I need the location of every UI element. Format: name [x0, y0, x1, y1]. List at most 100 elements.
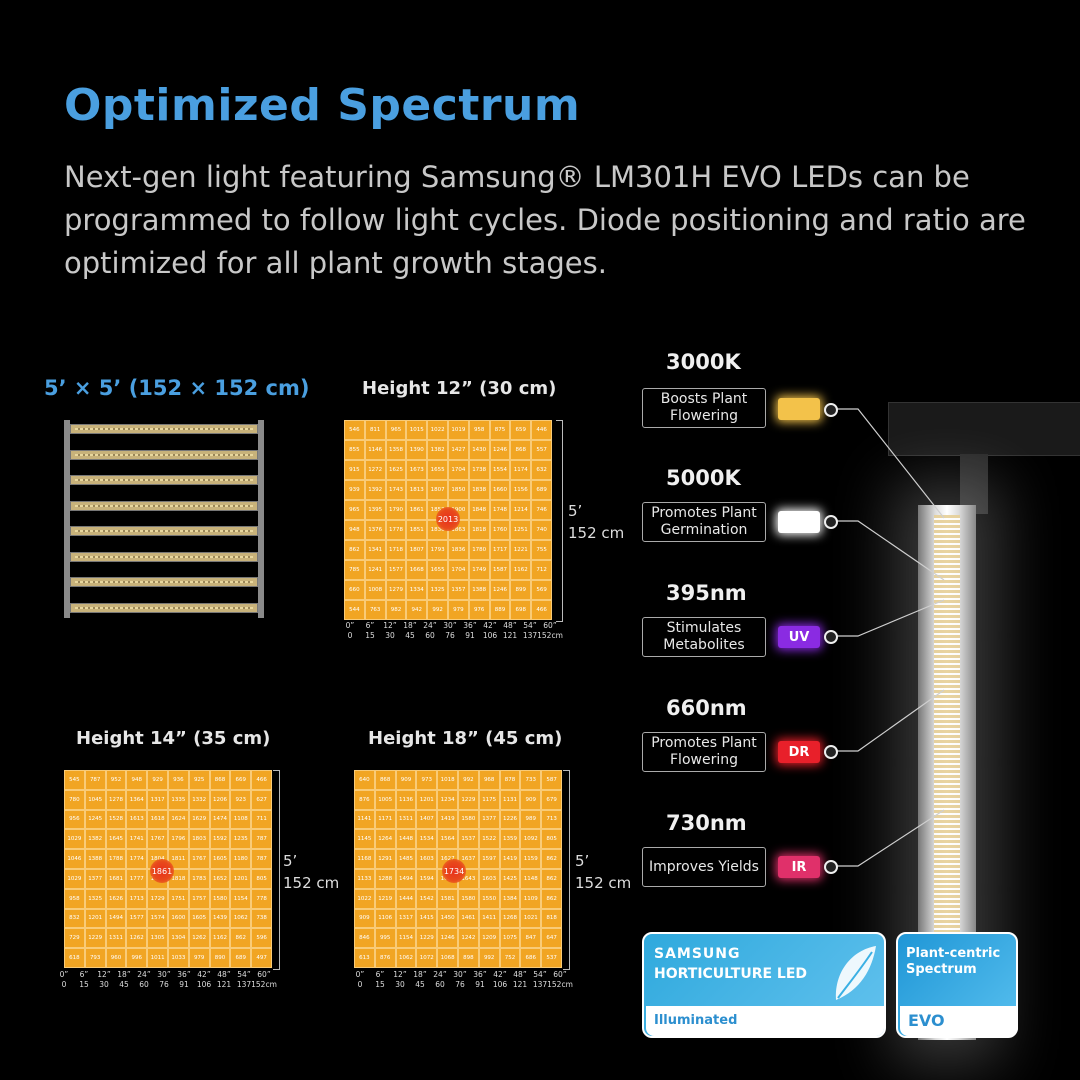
side-bracket [556, 420, 563, 622]
ppfd-cell: 929 [147, 770, 168, 790]
ppfd-cell: 1790 [385, 500, 407, 520]
ppfd-cell: 1241 [364, 560, 386, 580]
ppfd-cell: 1534 [416, 829, 438, 850]
ppfd-cell: 1246 [489, 440, 511, 460]
ppfd-cell: 1777 [126, 868, 148, 889]
spectrum-heading: 3000K [666, 350, 741, 374]
tick-cm: 152cm [537, 631, 563, 640]
ppfd-cell: 862 [541, 888, 562, 909]
ppfd-cell: 1813 [406, 480, 428, 500]
ppfd-cell: 1359 [499, 829, 521, 850]
ppfd-cell: 1564 [437, 829, 458, 850]
led-bar [70, 475, 258, 485]
tick-inch: 60” [553, 970, 567, 979]
ppfd-cell: 647 [541, 928, 562, 949]
ppfd-cell: 1291 [374, 849, 396, 869]
ppfd-cell: 569 [531, 580, 552, 600]
ppfd-cell: 1022 [427, 420, 448, 440]
ppfd-cell: 1229 [416, 928, 438, 949]
ppfd-cell: 846 [354, 928, 375, 949]
ppfd-cell: 1618 [147, 809, 168, 830]
badge-line: HORTICULTURE LED [654, 966, 808, 982]
tick-inch: 60” [543, 621, 557, 630]
ppfd-cell: 1154 [395, 928, 417, 949]
ppfd-cell: 1625 [385, 460, 407, 480]
ppfd-cell: 787 [84, 770, 106, 790]
ppfd-cell: 713 [541, 809, 562, 830]
ppfd-cell: 1757 [188, 888, 210, 909]
ppfd-cell: 1645 [105, 829, 127, 850]
tick-cm: 30 [99, 980, 109, 989]
tick-inch: 42” [197, 970, 211, 979]
ppfd-cell: 1015 [406, 420, 428, 440]
ppfd-cell: 1767 [188, 849, 210, 869]
tick-inch: 0” [355, 970, 365, 979]
ppfd-cell: 785 [344, 560, 365, 580]
ppfd-cell: 1749 [468, 560, 490, 580]
ppfd-cell: 640 [354, 770, 375, 790]
ppfd-cell: 847 [520, 928, 542, 949]
grid-title: Height 12” (30 cm) [362, 378, 557, 399]
ppfd-cell: 1317 [395, 908, 417, 929]
ppfd-cell: 1180 [230, 849, 252, 869]
led-chip-3000k [778, 398, 820, 420]
ppfd-cell: 1788 [105, 849, 127, 869]
badge-brand: SAMSUNG [654, 946, 741, 962]
led-chip-dr: DR [778, 741, 820, 763]
ppfd-cell: 1376 [364, 520, 386, 540]
ppfd-cell: 1838 [468, 480, 490, 500]
tick-inch: 48” [217, 970, 231, 979]
ppfd-cell: 1305 [147, 928, 168, 949]
ppfd-cell: 1175 [478, 789, 500, 810]
ppfd-cell: 1005 [374, 789, 396, 810]
ppfd-cell: 1395 [364, 500, 386, 520]
ppfd-cell: 1201 [84, 908, 106, 929]
ppfd-cell: 1201 [230, 868, 252, 889]
tick-inch: 18” [403, 621, 417, 630]
tick-inch: 12” [393, 970, 407, 979]
tick-cm: 91 [179, 980, 189, 989]
led-bar [70, 577, 258, 587]
ppfd-cell: 1162 [209, 928, 231, 949]
ppfd-cell: 1392 [364, 480, 386, 500]
ppfd-cell: 557 [531, 440, 552, 460]
ppfd-cell: 1278 [105, 789, 127, 810]
side-ft: 5’ [283, 852, 298, 870]
led-chip-uv: UV [778, 626, 820, 648]
ppfd-cell: 1743 [385, 480, 407, 500]
tick-cm: 137 [532, 980, 548, 989]
tick-inch: 6” [375, 970, 385, 979]
ppfd-cell: 587 [541, 770, 562, 790]
ppfd-cell: 1577 [126, 908, 148, 929]
ppfd-cell: 787 [251, 829, 272, 850]
tick-cm: 76 [455, 980, 465, 989]
ppfd-cell: 976 [468, 600, 490, 620]
ppfd-cell: 1444 [395, 888, 417, 909]
ppfd-cell: 1108 [230, 809, 252, 830]
tick-cm: 15 [79, 980, 89, 989]
tick-inch: 0” [59, 970, 69, 979]
ppfd-cell: 876 [354, 789, 375, 810]
ppfd-cell: 1681 [105, 868, 127, 889]
ppfd-cell: 1382 [84, 829, 106, 850]
ppfd-cell: 752 [499, 948, 521, 968]
ppfd-cell: 1430 [468, 440, 490, 460]
tick-inch: 30” [157, 970, 171, 979]
leaf-icon [835, 946, 876, 1000]
ppfd-cell: 660 [344, 580, 365, 600]
ppfd-cell: 1629 [188, 809, 210, 830]
ppfd-cell: 596 [251, 928, 272, 949]
tick-cm: 106 [196, 980, 212, 989]
tick-inch: 36” [463, 621, 477, 630]
ppfd-cell: 1008 [364, 580, 386, 600]
ppfd-cell: 1311 [105, 928, 127, 949]
fixture-pole [960, 454, 988, 514]
tick-cm: 0 [357, 980, 363, 989]
ppfd-cell: 1377 [84, 868, 106, 889]
ppfd-cell: 1738 [468, 460, 490, 480]
ppfd-cell: 1474 [209, 809, 231, 830]
ppfd-cell: 805 [251, 868, 272, 889]
ppfd-cell: 1741 [126, 829, 148, 850]
badge-evo-line1: Plant-centric [906, 946, 1001, 961]
ppfd-cell: 889 [489, 600, 511, 620]
